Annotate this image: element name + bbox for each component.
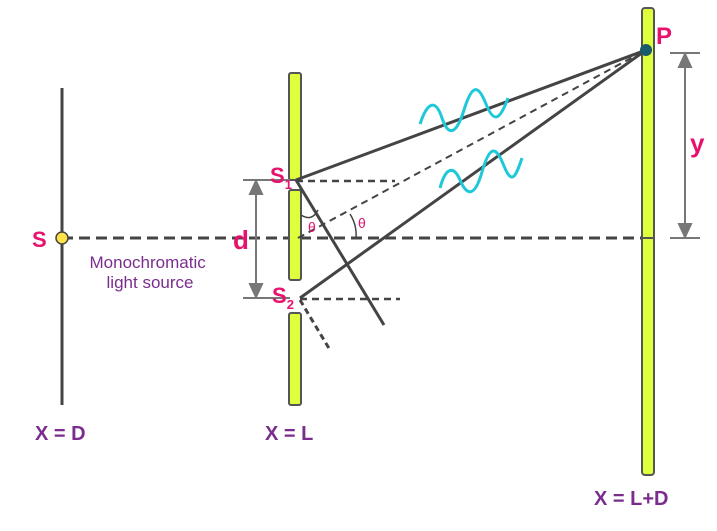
label-theta-1: θ: [308, 219, 316, 235]
screen: [641, 7, 655, 476]
point-p-dot: [640, 44, 652, 56]
ray-s2-p: [299, 48, 647, 300]
label-slit2: S2: [272, 283, 294, 312]
label-x-screen: X = L+D: [594, 488, 668, 510]
source-dot: [55, 231, 69, 245]
label-source: S: [32, 227, 47, 252]
label-height: y: [690, 128, 705, 158]
wave-icon: [438, 149, 524, 194]
ray-center-p: [297, 49, 647, 239]
separation-arrow: [243, 178, 290, 300]
label-slit1: S1: [270, 163, 292, 192]
source-description: Monochromatic light source: [90, 253, 211, 292]
wave-icon: [418, 88, 510, 132]
ray-s1-p: [295, 48, 647, 182]
perpendicular-line: [294, 179, 386, 326]
label-theta-2: θ: [358, 215, 366, 231]
height-arrow: [670, 51, 700, 240]
label-separation: d: [233, 225, 249, 255]
label-x-slits: X = L: [265, 423, 313, 445]
slit-barrier: [288, 72, 302, 406]
angle-arc-2: [349, 213, 357, 239]
label-point: P: [656, 23, 672, 50]
label-x-source: X = D: [35, 423, 86, 445]
perpendicular-extension: [298, 299, 332, 351]
angle-arc-1: [300, 209, 319, 219]
